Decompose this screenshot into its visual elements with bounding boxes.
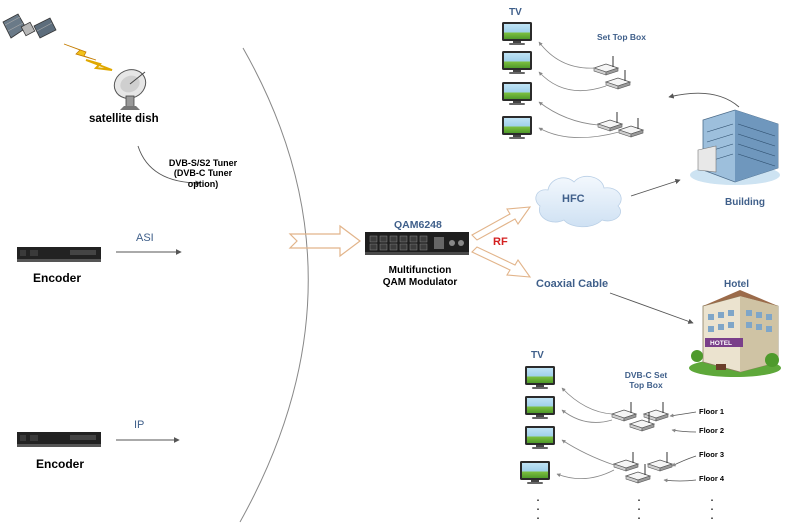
modulator-desc-line-2: QAM Modulator [382,276,458,288]
set-top-box-icon [613,451,639,472]
modulator-model-label: QAM6248 [394,219,442,231]
modulator-desc-line-1: Multifunction [388,265,452,276]
modulator-device-icon [365,232,469,255]
building-feed-arrow [668,92,740,108]
asi-label: ASI [136,232,154,244]
encoder-device-icon [17,432,101,447]
dish-icon [113,69,147,110]
set-top-box-icon [597,111,623,132]
tv-icon [502,51,532,74]
set-top-box-icon [593,55,619,76]
lightning-icon [63,43,113,71]
encoder-device-icon [17,247,101,262]
coaxial-arrow [609,292,694,324]
dvbc-stb-line-2: Top Box [629,379,663,390]
hotel-icon: HOTEL [689,290,781,377]
tuner-label: DVB-S/S2 Tuner (DVB-C Tuner option) [169,158,237,189]
floor-label: Floor 1 [699,407,725,416]
building-label: Building [725,197,765,208]
dvbc-stb-line-1: DVB-C Set [624,370,668,380]
floor-label: Floor 4 [699,474,725,483]
dvbc-stb-label: DVB-C Set Top Box [624,370,668,391]
set-top-box-icon [611,401,637,422]
floor-label: Floor 2 [699,426,725,435]
satellite-icon [2,13,57,39]
satellite-dish-label: satellite dish [89,113,159,125]
hfc-label: HFC [562,193,585,205]
floor-label: Floor 3 [699,450,725,459]
tv-label-bottom: TV [531,350,544,361]
tv-icon [520,461,550,484]
tv-icon [525,426,555,449]
ip-label: IP [134,419,145,431]
set-top-box-icon [647,451,673,472]
coaxial-cable-label: Coaxial Cable [536,278,609,290]
hfc-arrow [630,178,681,197]
cloud-icon [535,175,622,228]
rf-label: RF [493,236,508,248]
continuation-dots: ... [536,493,540,522]
building-icon [690,109,780,185]
encoder-label-top: Encoder [33,271,82,285]
hotel-label: Hotel [724,279,749,290]
set-top-box-label: Set Top Box [597,32,646,42]
tuner-line-2: (DVB-C Tuner [173,168,233,179]
tv-icon [502,116,532,139]
hotel-sign: HOTEL [710,340,732,347]
set-top-box-icon [643,401,669,422]
modulator-desc-label: Multifunction QAM Modulator [383,265,457,288]
tuner-line-1: DVB-S/S2 Tuner [168,158,238,168]
input-arrow [288,224,361,258]
stb-tv-links-top [538,41,620,138]
tv-label-top: TV [509,7,522,18]
tv-icon [502,82,532,105]
floor-links [663,411,697,483]
divider-arc [239,47,309,523]
tv-icon [525,396,555,419]
set-top-box-icon [618,117,644,138]
tv-icon [525,366,555,389]
rf-arrows [471,206,532,278]
stb-tv-links-bottom [556,387,615,479]
tv-icon [502,22,532,45]
encoder-label-bottom: Encoder [36,457,85,471]
tuner-line-3: option) [187,178,219,189]
continuation-dots: ... [637,493,641,522]
tuner-arrow [137,145,201,186]
continuation-dots: ... [710,493,714,522]
